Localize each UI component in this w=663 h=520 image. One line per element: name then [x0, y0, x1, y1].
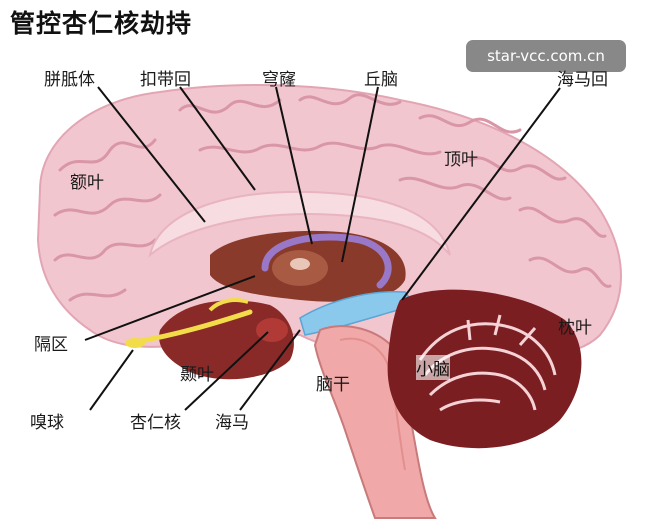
watermark: star-vcc.com.cn: [466, 40, 626, 72]
page-title: 管控杏仁核劫持: [10, 9, 193, 38]
label-parietal-lobe: 顶叶: [444, 150, 478, 170]
label-olfactory-bulb: 嗅球: [30, 413, 64, 433]
leader-lines: [84, 86, 561, 411]
cerebrum-shape: [36, 84, 622, 357]
label-hippocampal-gyrus: 海马回: [557, 70, 608, 90]
label-brainstem: 脑干: [316, 375, 350, 395]
label-fornix: 穹窿: [262, 70, 296, 90]
gyri-pattern: [53, 93, 612, 302]
temporal-region: [159, 300, 294, 380]
olfactory-bulb: [125, 338, 145, 348]
label-septum: 隔区: [34, 335, 68, 355]
label-frontal-lobe: 额叶: [70, 173, 104, 193]
olfactory-tract: [132, 309, 253, 345]
label-temporal-lobe: 颞叶: [180, 365, 214, 385]
label-cerebellum: 小脑: [416, 355, 450, 380]
label-hippocampus: 海马: [215, 413, 249, 433]
label-thalamus: 丘脑: [364, 70, 398, 90]
label-corpus-callosum: 胼胝体: [44, 70, 95, 90]
label-cingulate-gyrus: 扣带回: [140, 70, 191, 90]
fornix-shape: [261, 233, 392, 289]
label-occipital-lobe: 枕叶: [558, 318, 592, 338]
corpus-callosum-shape: [148, 190, 451, 258]
label-amygdala: 杏仁核: [130, 413, 181, 433]
